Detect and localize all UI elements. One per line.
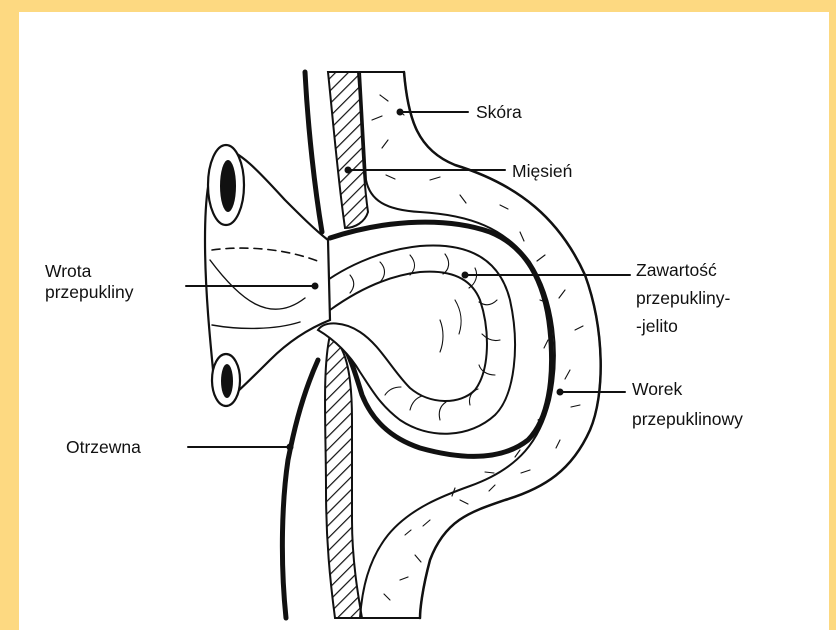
label-contents-1: Zawartość — [636, 260, 717, 280]
label-skin: Skóra — [476, 102, 522, 122]
label-contents-2: przepukliny- — [636, 288, 731, 308]
label-peritoneum: Otrzewna — [66, 437, 141, 457]
label-sac-1: Worek — [632, 379, 682, 399]
peritoneum-lower — [282, 360, 318, 618]
label-hernia-gate-1: Wrota — [45, 261, 92, 281]
label-sac-2: przepuklinowy — [632, 409, 743, 429]
label-muscle: Mięsień — [512, 161, 572, 181]
label-contents-3: -jelito — [636, 316, 678, 336]
label-hernia-gate-2: przepukliny — [45, 282, 134, 302]
peritoneum-upper — [305, 72, 322, 232]
skin-layer — [360, 72, 601, 618]
